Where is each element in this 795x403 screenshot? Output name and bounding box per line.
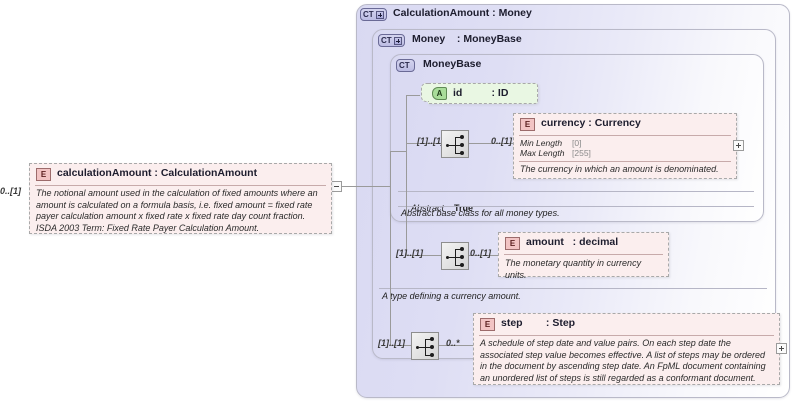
sequence-compositor-icon-step[interactable] — [411, 332, 439, 360]
element-badge-icon: E — [505, 237, 520, 250]
connector-outer-to-middle — [390, 151, 406, 152]
expand-toggle-step[interactable] — [776, 343, 787, 354]
element-step[interactable]: E step : Step A schedule of step date an… — [473, 313, 780, 385]
cardinality-step-out: 0..* — [446, 338, 460, 348]
facet-row-min-length: Min Length [0] — [520, 138, 581, 149]
element-badge-icon: E — [520, 118, 535, 131]
sequence-compositor-icon-currency[interactable] — [441, 130, 469, 158]
element-title-step: step : Step — [501, 317, 576, 329]
complextype-badge-text-inner: CT — [399, 61, 410, 70]
cardinality-amount-in: [1]..[1] — [396, 248, 423, 258]
divider-calculationamount-head — [35, 185, 326, 186]
attribute-badge-text: A — [436, 89, 443, 98]
element-title-calculationamount: calculationAmount : CalculationAmount — [57, 167, 258, 179]
facet-value-min-length: [0] — [572, 138, 582, 148]
element-title-currency: currency : Currency — [541, 117, 641, 129]
complextype-badge-middle[interactable]: CT — [378, 34, 405, 47]
facet-name-min-length: Min Length — [520, 138, 563, 148]
element-badge-icon: E — [36, 168, 51, 181]
element-amount[interactable]: E amount : decimal The monetary quantity… — [498, 232, 669, 280]
element-description-amount: The monetary quantity in currency units. — [505, 258, 642, 280]
cardinality-currency-out: 0..[1] — [491, 136, 513, 146]
divider-currency-head — [519, 135, 731, 136]
divider-abstract-top — [398, 191, 754, 192]
element-description-calculationamount: The notional amount used in the calculat… — [36, 188, 318, 233]
complextype-badge-text-middle: CT — [381, 36, 392, 45]
connector-amount-compositor-to-box — [469, 255, 498, 256]
cardinality-step-in: [1]..[1] — [378, 338, 405, 348]
sequence-compositor-icon-amount[interactable] — [441, 242, 469, 270]
plus-icon[interactable] — [375, 10, 384, 19]
divider-step-head — [479, 335, 774, 336]
divider-amount-head — [504, 254, 663, 255]
element-description-currency: The currency in which an amount is denom… — [520, 164, 719, 174]
complextype-title-inner: MoneyBase — [423, 58, 482, 70]
attribute-title-id: id : ID — [453, 87, 509, 99]
divider-money-description — [379, 288, 767, 289]
cardinality-currency-in: [1]..[1] — [417, 136, 444, 146]
complextype-badge-inner[interactable]: CT — [396, 59, 415, 72]
attribute-badge-icon: A — [432, 87, 447, 100]
complextype-title-outer: CalculationAmount : Money — [393, 7, 532, 19]
cardinality-amount-out: 0..[1] — [470, 248, 492, 258]
connector-to-id-attribute — [406, 95, 420, 96]
complextype-badge-outer[interactable]: CT — [360, 8, 387, 21]
abstract-value: True — [454, 203, 474, 213]
element-badge-text: E — [509, 239, 516, 248]
complextype-title-middle: Money : MoneyBase — [412, 33, 522, 45]
connector-step-compositor-to-box — [439, 345, 473, 346]
attribute-id[interactable]: A id : ID — [421, 83, 538, 104]
connector-spine-outer — [390, 151, 391, 345]
abstract-label: Abstract — [411, 203, 445, 213]
abstract-row: Abstract True — [401, 193, 473, 223]
facet-name-max-length: Max Length — [520, 148, 565, 158]
facet-value-max-length: [255] — [572, 148, 591, 158]
element-badge-text: E — [524, 120, 531, 129]
element-badge-icon: E — [480, 318, 495, 331]
connector-to-amount-compositor — [406, 255, 441, 256]
connector-currency-compositor-to-box — [469, 143, 513, 144]
element-title-amount: amount : decimal — [526, 236, 619, 248]
expand-toggle-currency[interactable] — [733, 140, 744, 151]
complextype-description-inner: Abstract base class for all money types. — [401, 208, 560, 218]
complextype-description-middle: A type defining a currency amount. — [382, 291, 521, 301]
connector-spine-middle — [406, 95, 407, 255]
divider-abstract-bottom — [398, 206, 754, 207]
connector-outer-into — [342, 186, 390, 187]
collapse-toggle-left[interactable] — [331, 181, 342, 192]
plus-icon[interactable] — [393, 36, 402, 45]
divider-currency-facets — [519, 161, 731, 162]
facet-row-max-length: Max Length [255] — [520, 148, 591, 159]
element-badge-text: E — [484, 320, 491, 329]
cardinality-left-element: 0..[1] — [0, 186, 22, 196]
element-badge-text: E — [40, 170, 47, 179]
element-description-step: A schedule of step date and value pairs.… — [480, 338, 766, 383]
element-currency[interactable]: E currency : Currency Min Length [0] Max … — [513, 113, 737, 179]
element-calculationamount[interactable]: E calculationAmount : CalculationAmount … — [29, 163, 332, 234]
complextype-badge-text-outer: CT — [363, 10, 374, 19]
connector-to-currency-compositor — [406, 143, 441, 144]
connector-to-step-compositor — [390, 345, 411, 346]
